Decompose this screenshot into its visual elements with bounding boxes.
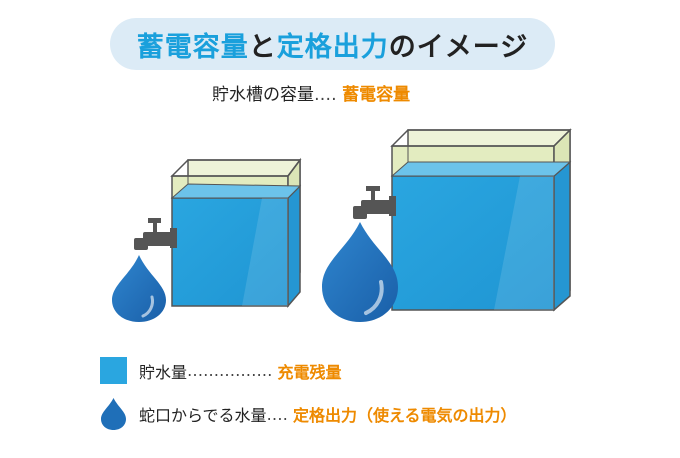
water-drop-icon [101,398,126,430]
title-part-and: と [248,31,277,63]
small-tank [170,157,302,309]
title-part-capacity: 蓄電容量 [136,31,249,63]
subtitle-highlight: 蓄電容量 [342,85,411,105]
legend-stored-water-label: 貯水量 [139,362,188,382]
large-tank-water [391,175,555,311]
small-water-drop-icon [112,255,166,322]
legend-stored-water-dots: ‥‥‥‥‥‥‥‥ [187,361,273,380]
title-banner: 蓄電容量と定格出力のイメージ [110,18,555,70]
subtitle-prefix: 貯水槽の容量 [212,85,314,105]
legend-rated-output: 定格出力（使える電気の出力） [292,406,517,425]
water-square-icon [100,357,127,384]
subtitle: 貯水槽の容量‥‥ 蓄電容量 [212,80,410,105]
large-faucet-icon [353,186,396,219]
small-faucet-icon [134,218,177,250]
subtitle-dots: ‥‥ [314,85,337,105]
legend-faucet-flow-label: 蛇口からでる水量 [139,406,267,425]
title-part-rated-output: 定格出力 [276,31,389,63]
title-part-image: のイメージ [388,31,529,63]
large-water-drop-icon [322,222,398,322]
legend-charge-remaining: 充電残量 [277,362,342,382]
small-tank-water [171,197,289,307]
legend-faucet-flow-dots: ‥‥ [266,404,288,424]
legend-row-stored-water: 貯水量‥‥‥‥‥‥‥‥ 充電残量 [100,357,342,384]
large-tank [390,128,572,312]
legend-row-faucet-flow: 蛇口からでる水量‥‥ 定格出力（使える電気の出力） [100,398,517,430]
